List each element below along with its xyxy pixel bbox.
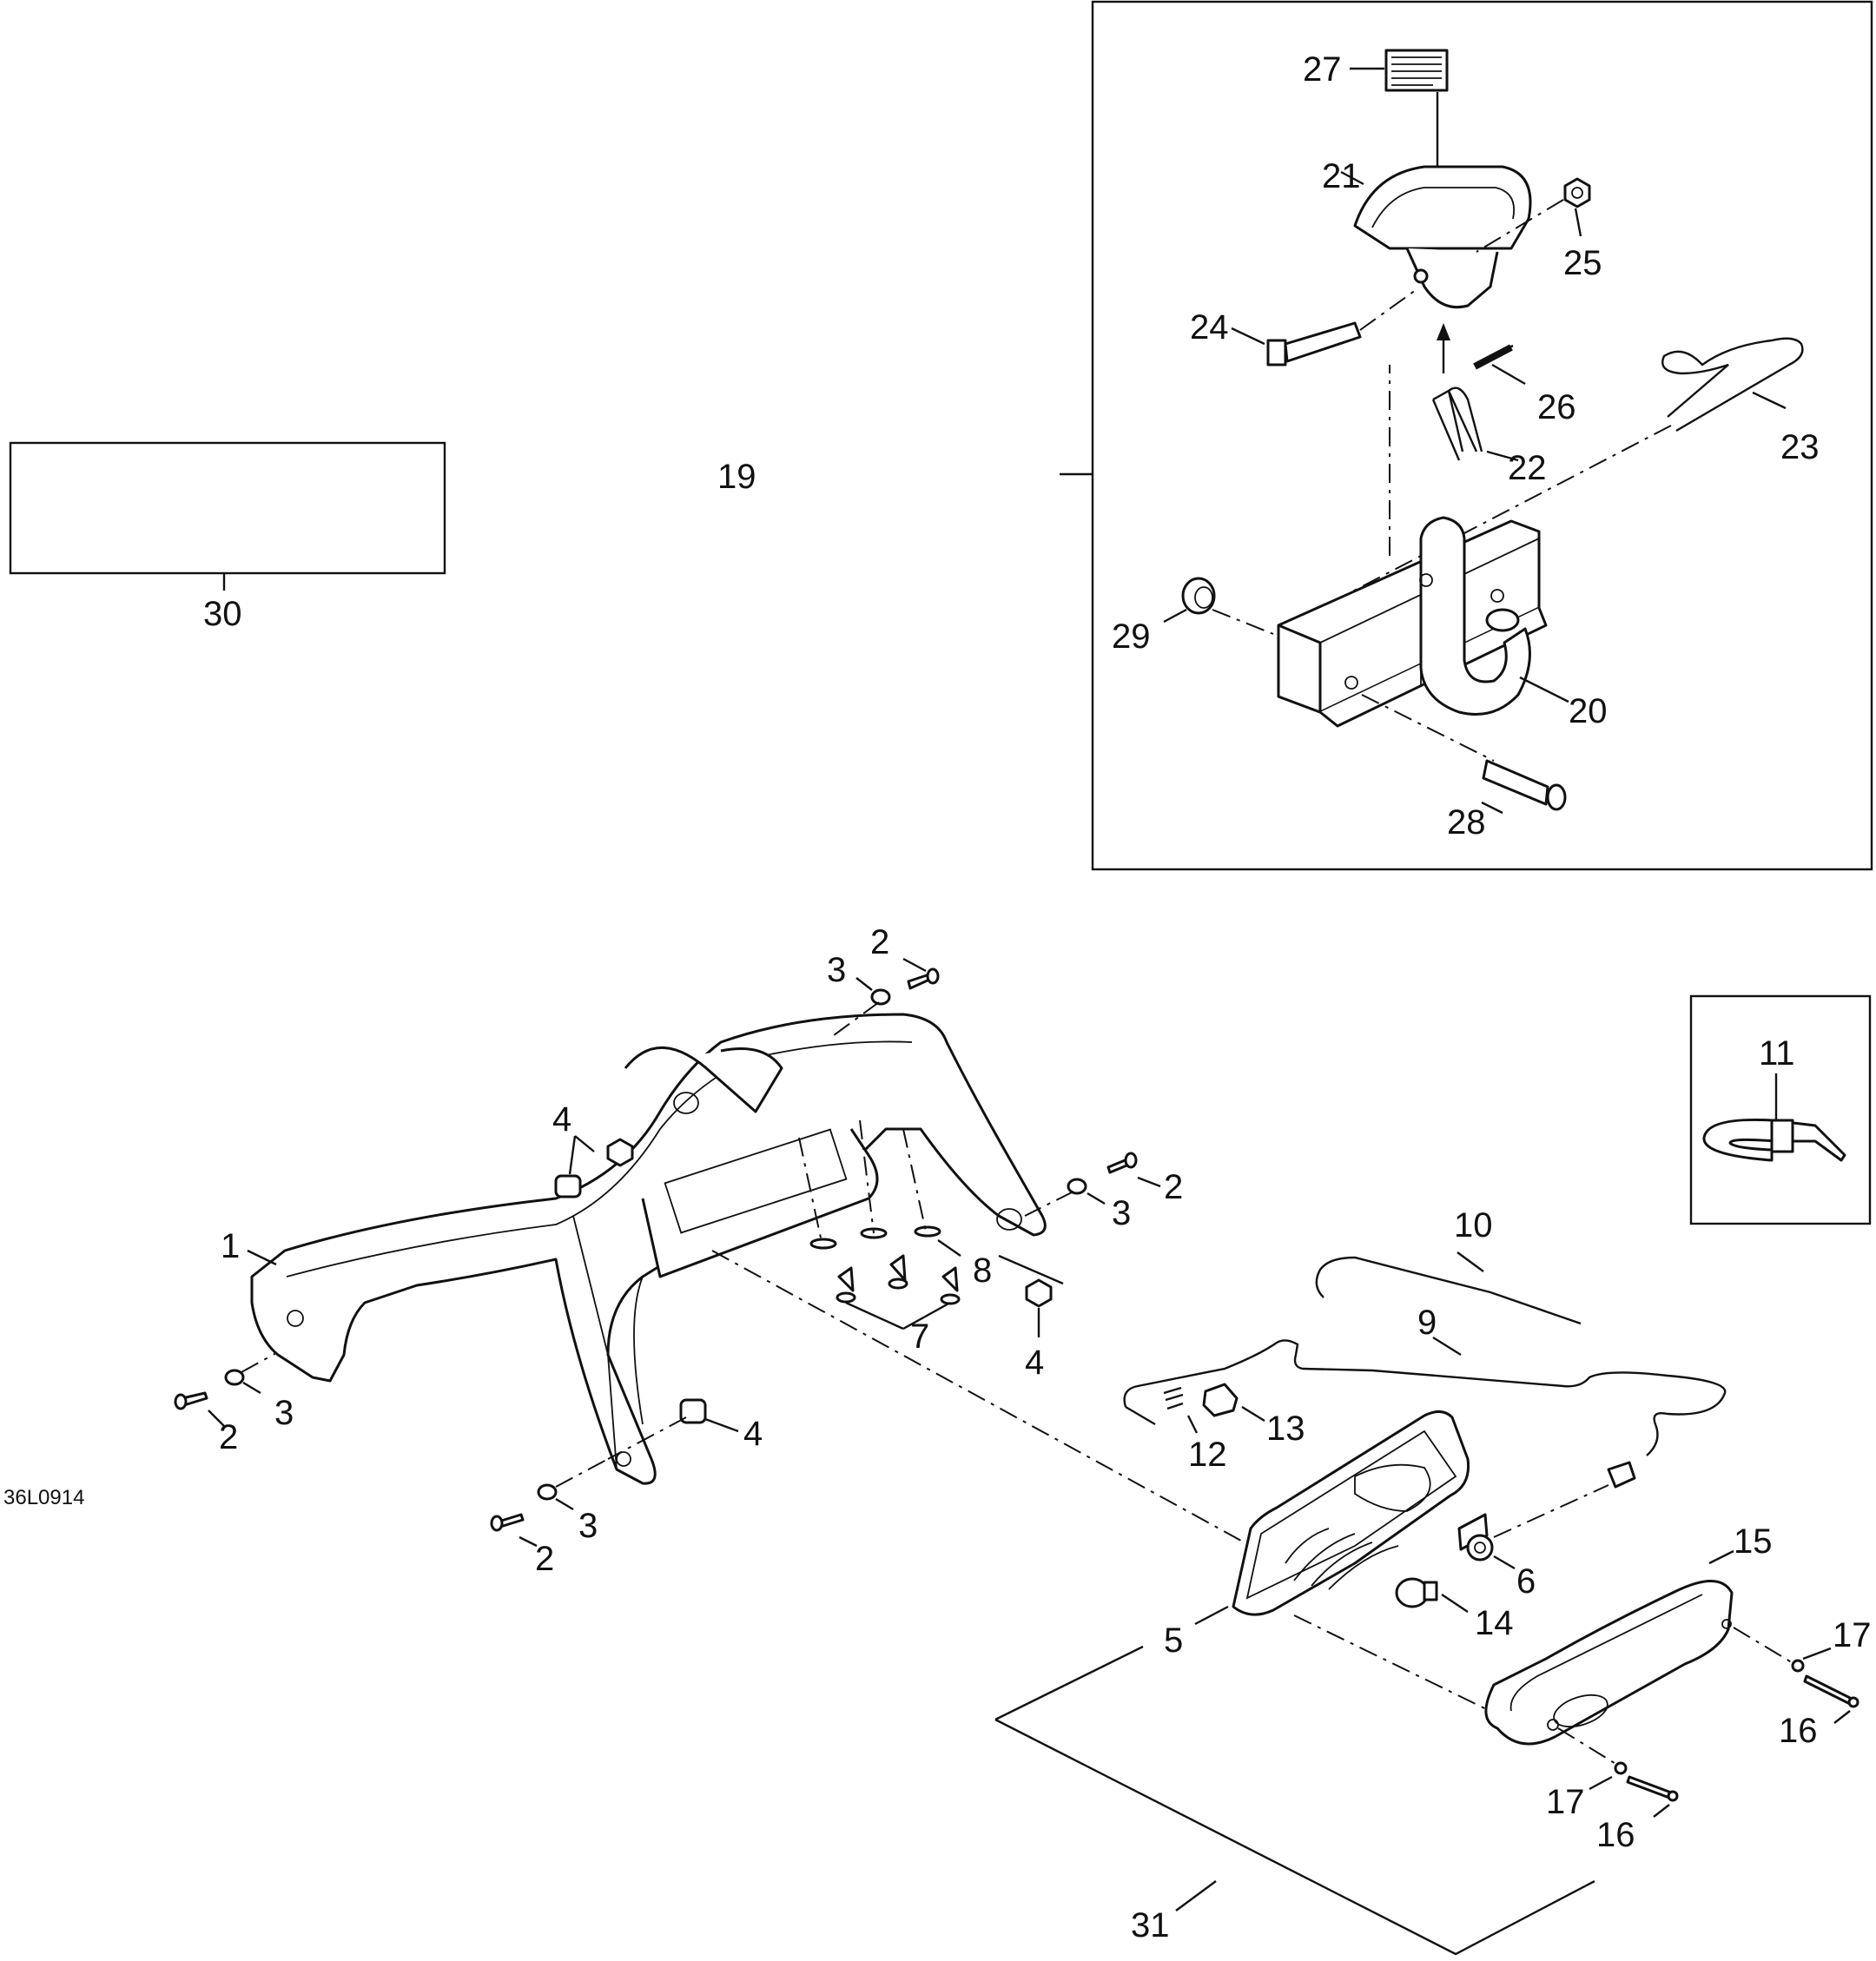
label-placeholder-box bbox=[9, 441, 446, 575]
callout-28: 28 bbox=[1447, 803, 1486, 842]
rivets-7 bbox=[809, 1225, 961, 1305]
screw-16-bottom bbox=[1626, 1775, 1679, 1802]
callout-30: 30 bbox=[203, 595, 242, 633]
warning-decal-27 bbox=[1384, 49, 1449, 92]
screw-2-bottom bbox=[490, 1513, 525, 1532]
callout-21: 21 bbox=[1322, 157, 1361, 195]
callout-8: 8 bbox=[973, 1251, 992, 1290]
assembly-bracket-31 bbox=[994, 1645, 1595, 1956]
callout-7: 7 bbox=[910, 1317, 929, 1356]
screw-2-right bbox=[1106, 1152, 1138, 1174]
callout-3-top: 3 bbox=[827, 951, 846, 989]
washer-17-bottom bbox=[1614, 1761, 1628, 1775]
callout-3-right: 3 bbox=[1112, 1194, 1131, 1232]
bulb-14 bbox=[1395, 1577, 1438, 1608]
callout-31: 31 bbox=[1131, 1906, 1170, 1944]
nut-4-right bbox=[1025, 1278, 1053, 1308]
callout-20: 20 bbox=[1569, 692, 1608, 730]
callout-19: 19 bbox=[717, 458, 756, 496]
wiring-harness-9 bbox=[1123, 1339, 1727, 1489]
lens-15 bbox=[1484, 1580, 1734, 1746]
callout-4-top: 4 bbox=[552, 1100, 571, 1139]
callout-13: 13 bbox=[1266, 1410, 1305, 1448]
callout-3-left: 3 bbox=[274, 1394, 294, 1432]
rear-grab-handle-1 bbox=[250, 1013, 1047, 1485]
callout-16-right: 16 bbox=[1779, 1712, 1818, 1750]
cable-tie-frame bbox=[1689, 994, 1872, 1225]
screw-16-right bbox=[1803, 1674, 1859, 1708]
callout-17-bottom: 17 bbox=[1546, 1783, 1585, 1821]
callout-27: 27 bbox=[1303, 50, 1342, 89]
callout-29: 29 bbox=[1112, 617, 1151, 656]
callout-2-top: 2 bbox=[870, 923, 889, 961]
nut-4-bottom bbox=[679, 1398, 707, 1424]
terminals-12 bbox=[1163, 1386, 1184, 1410]
callout-2-bottom: 2 bbox=[535, 1540, 554, 1578]
nut-4-left bbox=[554, 1174, 582, 1198]
callout-23: 23 bbox=[1780, 428, 1820, 466]
diagram-code: 36L0914 bbox=[3, 1486, 84, 1509]
callout-4-bottom: 4 bbox=[743, 1415, 763, 1453]
callout-14: 14 bbox=[1475, 1604, 1514, 1642]
washer-3-top bbox=[870, 988, 891, 1006]
callout-1: 1 bbox=[221, 1227, 240, 1265]
callout-24: 24 bbox=[1190, 308, 1229, 347]
callout-2-right: 2 bbox=[1164, 1168, 1183, 1206]
callout-25: 25 bbox=[1563, 244, 1602, 282]
callout-4-right: 4 bbox=[1025, 1344, 1044, 1382]
screw-2-top bbox=[907, 967, 940, 990]
bolt-24 bbox=[1266, 321, 1362, 366]
hitch-kit-frame bbox=[1091, 0, 1873, 871]
spring-clip-22 bbox=[1431, 386, 1483, 461]
callout-5: 5 bbox=[1164, 1621, 1183, 1660]
callout-6: 6 bbox=[1516, 1562, 1536, 1601]
washer-3-bottom bbox=[537, 1483, 558, 1501]
pin-28 bbox=[1482, 759, 1567, 811]
callout-11: 11 bbox=[1759, 1034, 1795, 1073]
hitch-cap-21 bbox=[1353, 165, 1532, 309]
nut-4-top bbox=[606, 1138, 634, 1167]
cable-tie-11 bbox=[1702, 1118, 1846, 1162]
callout-10: 10 bbox=[1454, 1206, 1493, 1245]
tail-light-housing-5 bbox=[1232, 1410, 1470, 1616]
callout-9: 9 bbox=[1417, 1304, 1437, 1342]
hitch-body-20 bbox=[1277, 516, 1548, 728]
nut-25 bbox=[1563, 177, 1591, 208]
callout-15: 15 bbox=[1734, 1522, 1773, 1561]
washer-3-left bbox=[224, 1369, 245, 1386]
callout-12: 12 bbox=[1188, 1436, 1227, 1474]
callout-2-left: 2 bbox=[219, 1418, 238, 1456]
insert-29 bbox=[1181, 577, 1216, 615]
callout-3-bottom: 3 bbox=[578, 1507, 598, 1545]
callout-22: 22 bbox=[1508, 449, 1547, 487]
callout-26: 26 bbox=[1537, 388, 1576, 426]
wire-10 bbox=[1315, 1256, 1582, 1325]
washer-3-right bbox=[1067, 1178, 1087, 1195]
connector-13 bbox=[1202, 1383, 1239, 1417]
socket-6 bbox=[1457, 1513, 1494, 1562]
callout-17-right: 17 bbox=[1833, 1616, 1872, 1654]
screw-2-left bbox=[174, 1391, 208, 1410]
washer-17-right bbox=[1791, 1659, 1805, 1673]
hitch-pin-23 bbox=[1661, 337, 1804, 432]
callout-16-bottom: 16 bbox=[1596, 1816, 1635, 1854]
